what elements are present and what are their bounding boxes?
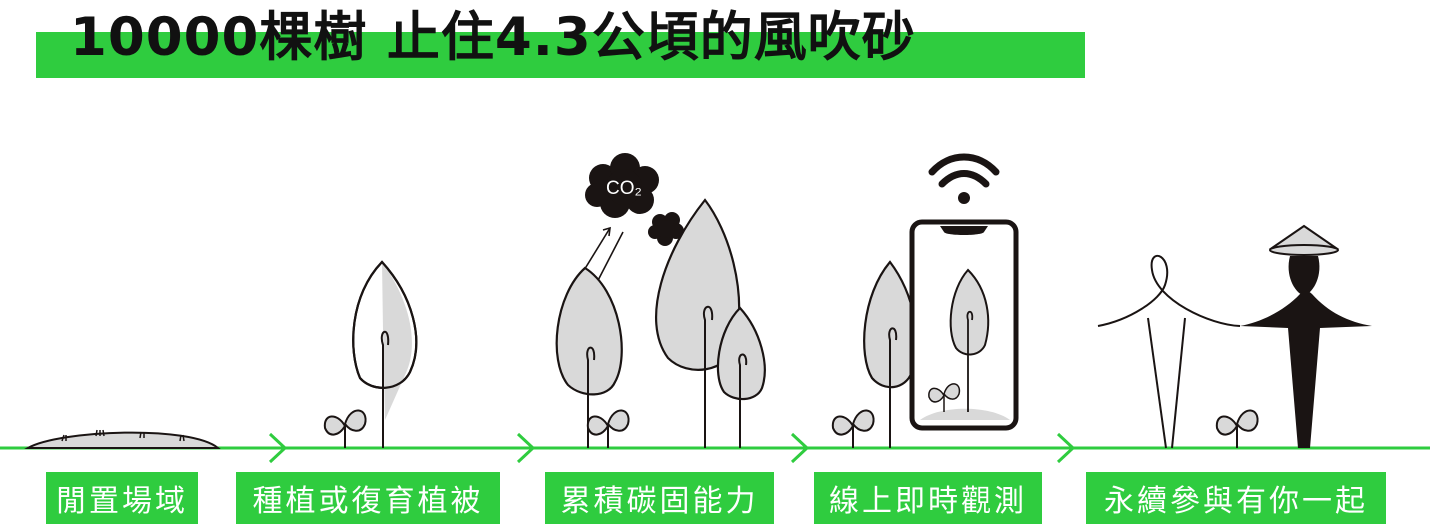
co2-cloud-icon: CO₂ [585,153,659,218]
stage-label-carbon-sequestration: 累積碳固能力 [545,472,774,524]
smartphone-icon [909,219,1019,431]
sprout-icon [831,409,875,449]
barren-mound-icon [24,429,221,449]
tree-left-icon [555,266,623,448]
tree-right-icon [716,306,766,448]
arrow-4-icon [1056,432,1076,464]
page-title: 10000棵樹 止住4.3公頃的風吹砂 [70,7,916,68]
person-with-hat-icon [1240,224,1372,448]
process-diagram: CO₂ [0,153,1430,464]
stage-label-idle-land: 閒置場域 [46,472,198,524]
sprout-icon [1215,409,1259,449]
stage-label-planting: 種植或復育植被 [236,472,500,524]
co2-label: CO₂ [606,178,642,199]
tree-tall-icon [654,198,741,448]
title-highlight-bar [36,32,1085,78]
arrow-2-icon [516,432,536,464]
sprout-icon [323,409,367,449]
arrow-3-icon [790,432,810,464]
planted-tree-icon [352,260,418,448]
arrow-1-icon [268,432,288,464]
person-outline-icon [1097,254,1241,449]
stage-label-sustainable-participation: 永續參與有你一起 [1086,472,1386,524]
sprout-icon [586,409,630,449]
stage-label-online-monitoring: 線上即時觀測 [814,472,1042,524]
small-cloud-icon [648,212,684,246]
wifi-icon [928,153,1000,204]
